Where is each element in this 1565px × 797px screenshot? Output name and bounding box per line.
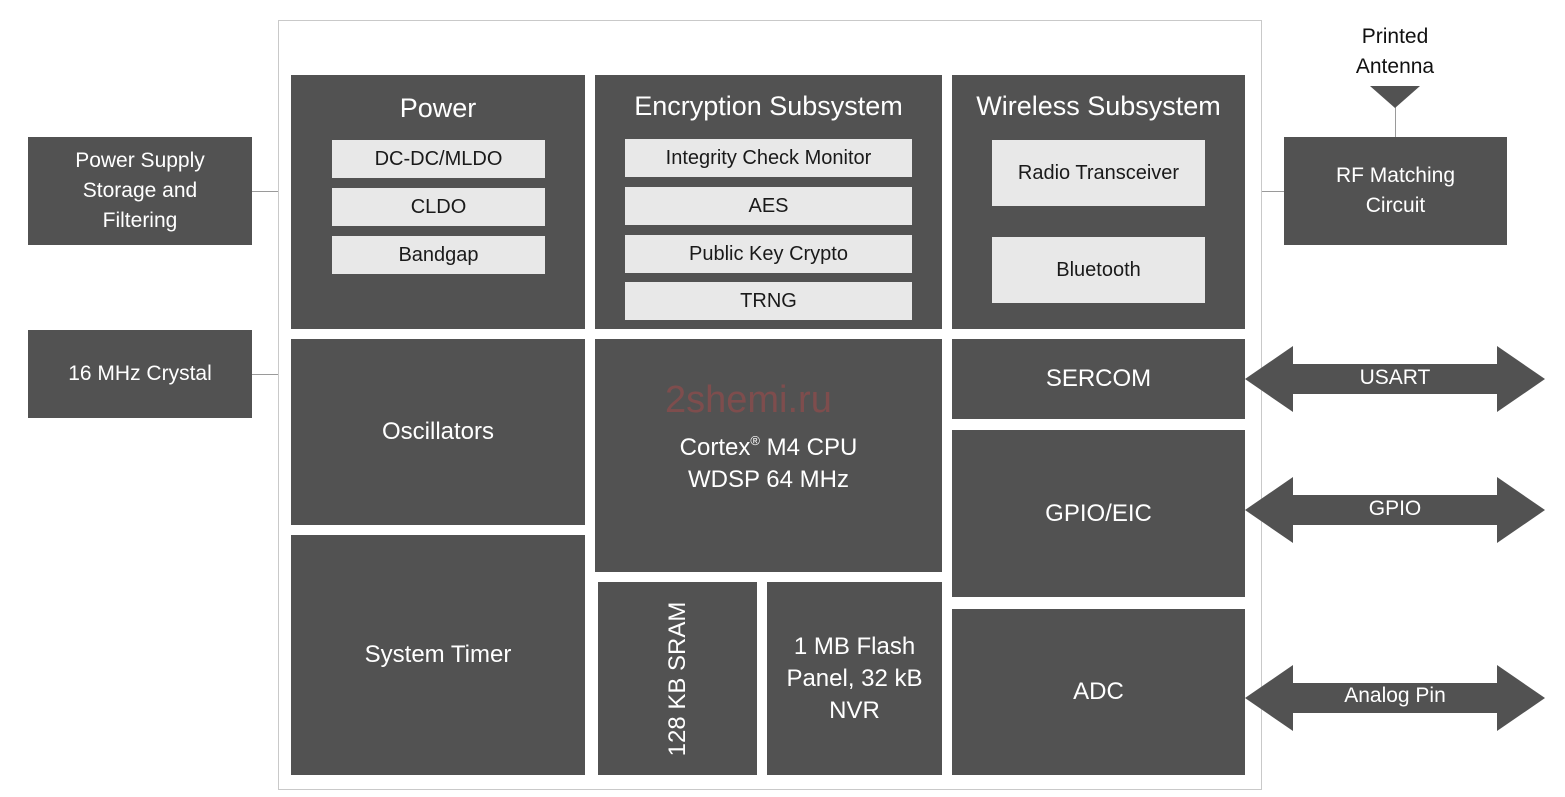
- power-supply-label: Power Supply Storage and Filtering: [75, 149, 205, 232]
- adc-label: ADC: [1073, 678, 1124, 705]
- dcdc-mldo-block: DC-DC/MLDO: [332, 140, 545, 178]
- sram-block: 128 KB SRAM: [598, 582, 757, 775]
- crystal-connector: [252, 374, 292, 375]
- encryption-title: Encryption Subsystem: [634, 91, 903, 121]
- system-timer-label: System Timer: [364, 641, 512, 668]
- power-title: Power: [399, 93, 477, 123]
- rf-connector: [1245, 191, 1284, 192]
- sram-label: 128 KB SRAM: [663, 601, 691, 756]
- bluetooth-block: Bluetooth: [992, 237, 1205, 303]
- cpu-line-1: Cortex® M4 CPU: [679, 433, 858, 461]
- oscillators-label: Oscillators: [381, 418, 495, 445]
- system-timer-block: System Timer: [291, 535, 585, 775]
- adc-block: ADC: [952, 609, 1245, 775]
- sercom-label: SERCOM: [1045, 365, 1152, 392]
- crystal-block: 16 MHz Crystal: [28, 330, 252, 418]
- antenna-connector: [1395, 104, 1396, 138]
- rf-matching-block: RF Matching Circuit: [1284, 137, 1507, 245]
- power-supply-block: Power Supply Storage and Filtering: [28, 137, 252, 245]
- integrity-check-block: Integrity Check Monitor: [625, 139, 912, 177]
- radio-transceiver-block: Radio Transceiver: [992, 140, 1205, 206]
- cpu-line-2: WDSP 64 MHz: [688, 466, 849, 493]
- antenna-icon: [1370, 86, 1420, 108]
- trng-block: TRNG: [625, 282, 912, 320]
- public-key-crypto-block: Public Key Crypto: [625, 235, 912, 273]
- wireless-title: Wireless Subsystem: [976, 91, 1221, 121]
- power-block: Power DC-DC/MLDO CLDO Bandgap: [291, 75, 585, 329]
- sercom-block: SERCOM: [952, 339, 1245, 419]
- usart-label: USART: [1359, 366, 1431, 389]
- encryption-block: Encryption Subsystem Integrity Check Mon…: [595, 75, 942, 329]
- gpio-arrow: [1245, 477, 1545, 543]
- crystal-label: 16 MHz Crystal: [68, 362, 212, 385]
- power-supply-connector: [252, 191, 292, 192]
- bandgap-block: Bandgap: [332, 236, 545, 274]
- cldo-block: CLDO: [332, 188, 545, 226]
- gpio-label: GPIO: [1368, 497, 1422, 520]
- gpio-eic-label: GPIO/EIC: [1045, 499, 1152, 527]
- rf-matching-label: RF Matching Circuit: [1335, 164, 1456, 217]
- antenna-label: Printed Antenna: [1355, 25, 1435, 78]
- cpu-block: 2shemi.ru Cortex® M4 CPU WDSP 64 MHz: [595, 339, 942, 572]
- analog-pin-label: Analog Pin: [1344, 684, 1446, 707]
- wireless-block: Wireless Subsystem Radio Transceiver Blu…: [952, 75, 1245, 329]
- analog-pin-arrow: [1245, 665, 1545, 731]
- gpio-eic-block: GPIO/EIC: [952, 430, 1245, 597]
- oscillators-block: Oscillators: [291, 339, 585, 525]
- flash-block: 1 MB Flash Panel, 32 kB NVR: [767, 582, 942, 775]
- aes-block: AES: [625, 187, 912, 225]
- watermark: 2shemi.ru: [665, 379, 832, 421]
- usart-arrow: [1245, 346, 1545, 412]
- flash-label: 1 MB Flash Panel, 32 kB NVR: [786, 632, 923, 724]
